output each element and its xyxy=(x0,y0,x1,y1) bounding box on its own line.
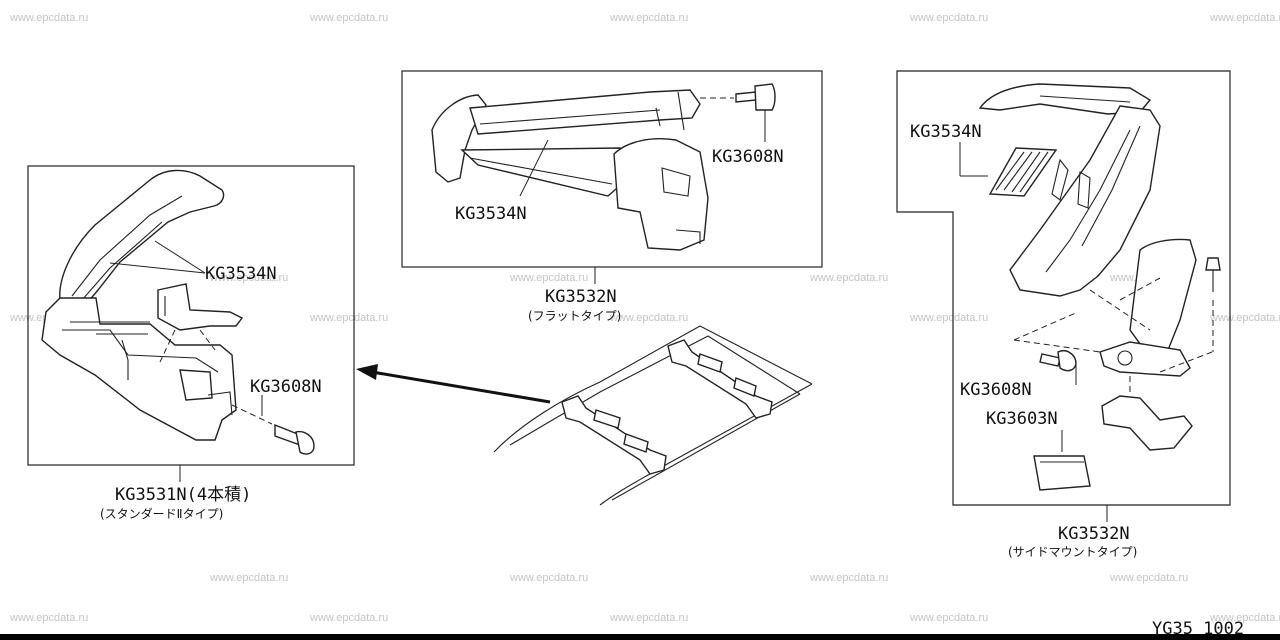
leader-line xyxy=(154,240,206,274)
watermark-text: www.epcdata.ru xyxy=(210,572,289,584)
leader-line xyxy=(109,262,206,274)
watermark-text: www.epcdata.ru xyxy=(610,612,689,624)
assembly-code-flat: KG3532N xyxy=(545,287,617,307)
flat-type-frame xyxy=(401,70,823,268)
part-label-kg3603n: KG3603N xyxy=(986,409,1058,429)
vehicle-roof-drawing xyxy=(493,325,813,506)
side-mount-panel: KG3534N KG3608N KG3603N KG3532N (サイドマウント… xyxy=(896,70,1231,559)
watermark-text: www.epcdata.ru xyxy=(310,12,389,24)
leader-line xyxy=(519,139,549,197)
watermark-text: www.epcdata.ru xyxy=(10,612,89,624)
watermark-text: www.epcdata.ru xyxy=(10,12,89,24)
part-label-kg3534n: KG3534N xyxy=(455,204,527,224)
assembly-subtitle-flat: (フラットタイプ) xyxy=(528,309,621,323)
watermark-text: www.epcdata.ru xyxy=(910,12,989,24)
assembly-code-standard: KG3531N(4本積) xyxy=(115,485,251,505)
standard-type-frame xyxy=(27,165,355,466)
standard-key-icon xyxy=(231,404,315,455)
flat-type-panel: KG3608N KG3534N KG3532N (フラットタイプ) xyxy=(401,70,823,323)
part-label-kg3608n: KG3608N xyxy=(250,377,322,397)
pointer-arrow xyxy=(356,364,551,404)
watermark-text: www.epcdata.ru xyxy=(310,312,389,324)
assembly-code-side-mount: KG3532N xyxy=(1058,524,1130,544)
watermark-text: www.epcdata.ru xyxy=(1210,12,1280,24)
watermark-text: www.epcdata.ru xyxy=(910,612,989,624)
watermark-text: www.epcdata.ru xyxy=(910,312,989,324)
assembly-subtitle-standard: (スタンダードⅡタイプ) xyxy=(100,506,223,521)
watermark-text: www.epcdata.ru xyxy=(810,272,889,284)
part-label-kg3608n: KG3608N xyxy=(960,380,1032,400)
part-label-kg3608n: KG3608N xyxy=(712,147,784,167)
watermark-text: www.epcdata.ru xyxy=(510,572,589,584)
standard-carrier-drawing xyxy=(41,169,244,441)
watermark-text: www.epcdata.ru xyxy=(510,272,589,284)
watermark-text: www.epcdata.ru xyxy=(610,12,689,24)
part-label-kg3534n: KG3534N xyxy=(205,264,277,284)
watermark-text: www.epcdata.ru xyxy=(1110,572,1189,584)
bottom-border-bar xyxy=(0,634,1280,640)
side-mount-carrier-drawing xyxy=(978,83,1221,491)
watermark-text: www.epcdata.ru xyxy=(210,272,289,284)
part-label-kg3534n: KG3534N xyxy=(910,122,982,142)
side-mount-frame xyxy=(896,70,1231,506)
watermark-text: www.epcdata.ru xyxy=(310,612,389,624)
flat-carrier-drawing xyxy=(431,89,709,251)
watermark-text: www.epcdata.ru xyxy=(1210,612,1280,624)
watermark-text: www.epcdata.ru xyxy=(610,312,689,324)
standard-type-panel: KG3534N KG3608N KG3531N(4本積) (スタンダードⅡタイプ… xyxy=(27,165,355,521)
watermark-text: www.epcdata.ru xyxy=(810,572,889,584)
assembly-subtitle-side-mount: (サイドマウントタイプ) xyxy=(1008,545,1137,559)
watermark-text: www.epcdata.ru xyxy=(1210,312,1280,324)
flat-key-icon xyxy=(700,83,776,111)
